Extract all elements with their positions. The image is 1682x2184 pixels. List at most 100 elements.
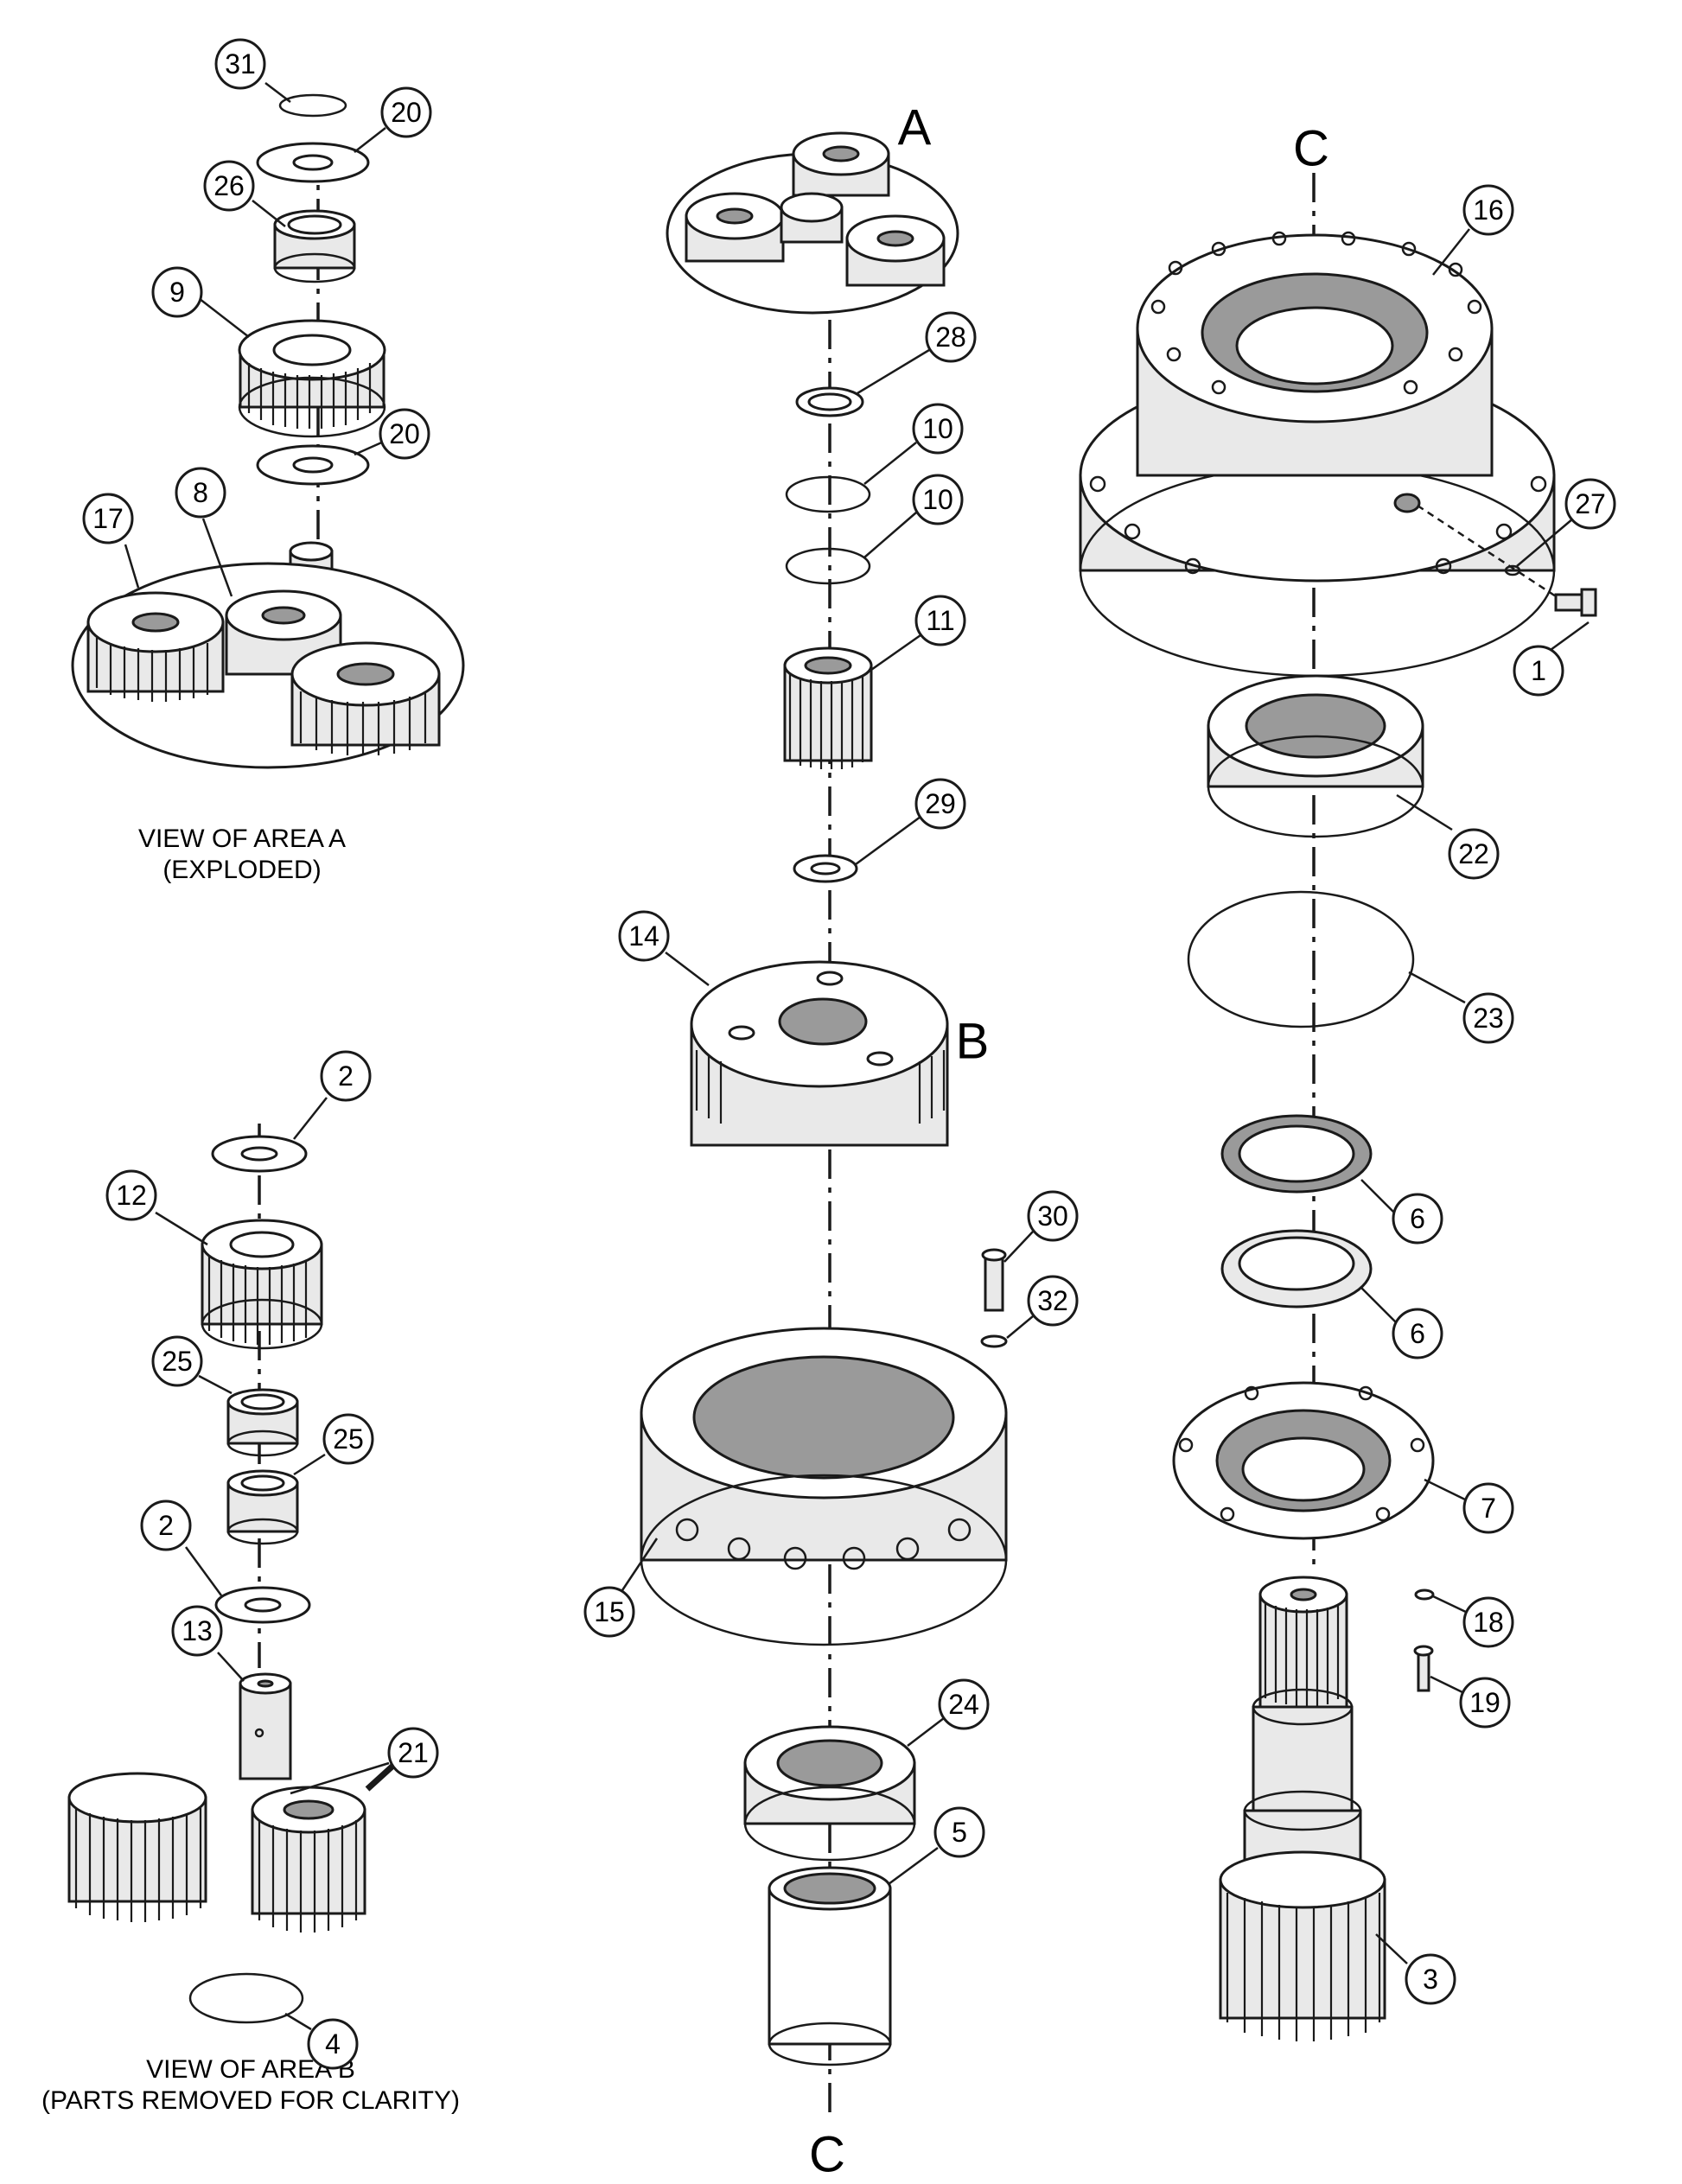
callout-label: 6 — [1410, 1318, 1425, 1349]
callout-label: 29 — [925, 788, 956, 819]
callout-label: 17 — [92, 503, 124, 534]
callout-29: 29 — [914, 778, 966, 830]
callout-label: 24 — [948, 1689, 979, 1720]
callout-13: 13 — [171, 1605, 223, 1657]
part-grease-fitting — [1554, 588, 1597, 617]
callout-27: 27 — [1564, 478, 1616, 530]
callout-10-lower: 10 — [912, 474, 964, 525]
callout-label: 15 — [594, 1596, 625, 1627]
part-seal-upper — [1220, 1114, 1373, 1194]
callout-label: 11 — [926, 605, 954, 636]
part-pinion-shaft — [1219, 1576, 1386, 2041]
callout-11: 11 — [914, 595, 966, 646]
part-sleeve — [768, 1866, 892, 2066]
callout-30: 30 — [1027, 1190, 1079, 1242]
part-seal-lower — [1220, 1229, 1373, 1308]
callout-20-lower: 20 — [379, 408, 430, 460]
callout-label: 21 — [398, 1737, 429, 1768]
part-bearing-b-upper — [226, 1388, 299, 1457]
callout-label: 9 — [169, 277, 185, 308]
part-ring-gear-housing — [640, 1327, 1008, 1646]
part-carrier-a — [666, 131, 959, 315]
caption-view-area-a-line2: (EXPLODED) — [162, 856, 321, 884]
callout-15: 15 — [583, 1586, 635, 1638]
area-label-c-bottom: C — [809, 2127, 845, 2183]
callout-label: 25 — [333, 1423, 364, 1455]
callout-label: 20 — [389, 418, 420, 449]
callout-6-lower: 6 — [1392, 1308, 1443, 1359]
part-washer-18 — [1414, 1589, 1435, 1601]
callout-19: 19 — [1459, 1677, 1511, 1729]
part-main-bearing — [1207, 674, 1424, 838]
part-bolt-19 — [1413, 1645, 1434, 1692]
part-seal-ring-lower — [785, 547, 871, 585]
caption-view-area-a-line1: VIEW OF AREA A — [138, 825, 346, 853]
part-spring-pin — [365, 1761, 398, 1792]
callout-label: 19 — [1469, 1687, 1500, 1718]
callout-22: 22 — [1448, 828, 1500, 880]
part-snap-ring — [278, 93, 347, 118]
part-planet-pin-b — [239, 1672, 292, 1780]
callout-label: 26 — [213, 170, 245, 201]
callout-1: 1 — [1513, 645, 1564, 697]
callout-28: 28 — [925, 311, 977, 363]
part-large-o-ring — [1187, 890, 1415, 1028]
part-washer-b-upper — [211, 1135, 308, 1173]
part-carrier-b — [690, 960, 949, 1147]
callout-bubbles: 31 20 26 9 20 8 17 2 12 25 25 2 13 21 4 … — [82, 38, 1616, 2070]
area-label-a: A — [898, 100, 932, 156]
part-lock-washer-32 — [980, 1334, 1008, 1348]
callout-label: 22 — [1458, 838, 1489, 869]
callout-32: 32 — [1027, 1275, 1079, 1327]
part-bearing-cover — [1172, 1381, 1435, 1540]
part-washer-29 — [793, 854, 858, 883]
area-label-c-top: C — [1293, 121, 1329, 177]
callout-25-lower: 25 — [322, 1413, 374, 1465]
callout-label: 10 — [922, 484, 953, 515]
callout-12: 12 — [105, 1169, 157, 1221]
callout-label: 23 — [1473, 1003, 1504, 1034]
part-retaining-ring — [188, 1972, 304, 2024]
callout-2-lower: 2 — [140, 1500, 192, 1551]
view-area-a: VIEW OF AREA A (EXPLODED) — [71, 93, 465, 884]
view-area-b: VIEW OF AREA B (PARTS REMOVED FOR CLARIT… — [41, 1124, 460, 2115]
center-stack: A B — [640, 100, 1008, 2183]
part-planet-carrier-assembly — [71, 562, 465, 769]
part-bearing-b-lower — [226, 1469, 299, 1545]
callout-31: 31 — [214, 38, 266, 90]
callout-8: 8 — [175, 467, 226, 519]
callout-10-upper: 10 — [912, 403, 964, 455]
callout-label: 28 — [935, 322, 966, 353]
callout-17: 17 — [82, 493, 134, 544]
callout-label: 5 — [952, 1817, 967, 1848]
part-thrust-washer-lower — [256, 444, 370, 486]
callout-label: 27 — [1575, 488, 1606, 519]
callout-label: 25 — [162, 1346, 193, 1377]
part-washer-b-lower — [214, 1586, 311, 1624]
callout-14: 14 — [618, 910, 670, 962]
callout-2-upper: 2 — [320, 1050, 372, 1102]
callout-18: 18 — [1462, 1596, 1514, 1648]
callout-label: 10 — [922, 413, 953, 444]
callout-label: 7 — [1481, 1493, 1496, 1524]
part-o-ring-27 — [1504, 564, 1521, 576]
callout-21: 21 — [387, 1727, 439, 1779]
callout-5: 5 — [933, 1806, 985, 1858]
right-stack: C — [1079, 121, 1597, 2041]
callout-label: 13 — [182, 1615, 213, 1646]
callout-label: 1 — [1531, 655, 1546, 686]
caption-view-area-b-line2: (PARTS REMOVED FOR CLARITY) — [41, 2086, 460, 2115]
callout-label: 12 — [116, 1180, 147, 1211]
callout-16: 16 — [1462, 184, 1514, 236]
callout-24: 24 — [938, 1678, 990, 1730]
callout-label: 20 — [391, 97, 422, 128]
callout-23: 23 — [1462, 992, 1514, 1044]
part-thrust-ring — [795, 386, 864, 417]
callout-label: 2 — [338, 1060, 354, 1092]
part-taper-bearing — [743, 1725, 916, 1862]
callout-label: 6 — [1410, 1203, 1425, 1234]
callout-20-upper: 20 — [380, 86, 432, 138]
callout-3: 3 — [1405, 1953, 1456, 2005]
callout-25-upper: 25 — [151, 1335, 203, 1387]
